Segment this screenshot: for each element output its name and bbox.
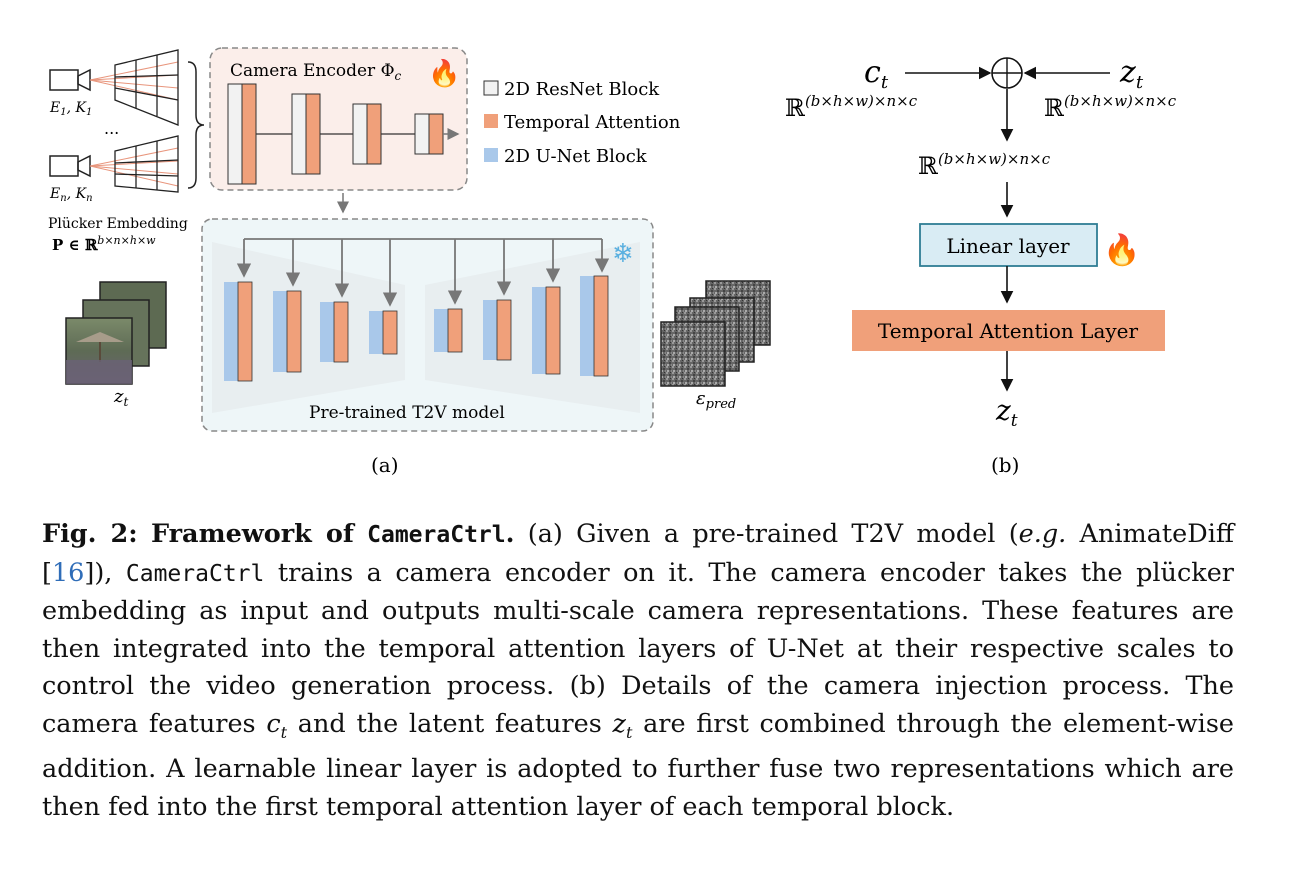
legend-unet-label: 2D U-Net Block xyxy=(504,146,648,167)
camera-n-icon xyxy=(49,135,179,193)
legend: 2D ResNet Block Temporal Attention 2D U-… xyxy=(483,79,681,167)
caption-text-4: trains a camera encoder on it. The camer… xyxy=(42,557,1234,739)
temporal-attention-label: Temporal Attention Layer xyxy=(878,319,1139,343)
caption-text-3: ]), xyxy=(84,557,126,588)
legend-resnet-swatch xyxy=(483,80,499,96)
plucker-math: P ∈ ℝb×n×h×w xyxy=(52,234,156,254)
ct-dim: ℝ(b×h×w)×n×c xyxy=(785,92,918,122)
temporal-attention-box xyxy=(852,310,1165,351)
caption-code: CameraCtrl xyxy=(125,560,265,587)
linear-layer-label: Linear layer xyxy=(946,234,1070,258)
fire-icon-linear: 🔥 xyxy=(1103,232,1140,268)
plucker-label: Plücker Embedding xyxy=(48,216,188,232)
camera-1-label: E1, K1 xyxy=(49,100,92,118)
noise-frames xyxy=(660,280,771,387)
caption-fig-label: Fig. 2: xyxy=(42,519,138,549)
linear-layer-box xyxy=(919,223,1098,267)
fire-icon: 🔥 xyxy=(428,58,460,89)
caption-text-1: (a) Given a pre-trained T2V model ( xyxy=(527,519,1019,549)
camera-encoder-title: Camera Encoder Φc xyxy=(230,61,402,83)
legend-temporal-swatch xyxy=(484,114,498,128)
caption-fig-title: Framework of xyxy=(150,519,354,549)
panel-a: E1, K1 ... En, Kn Plücker Embedding P ∈ xyxy=(48,47,771,477)
output-symbol: zt xyxy=(995,394,1018,431)
sum-dim: ℝ(b×h×w)×n×c xyxy=(918,150,1051,180)
camera-ellipsis: ... xyxy=(104,119,119,138)
caption-text-6: are first combined through the element-w… xyxy=(42,708,1234,822)
zt-dim: ℝ(b×h×w)×n×c xyxy=(1044,92,1177,122)
panel-b-caption: (b) xyxy=(991,453,1019,477)
caption-ct: ct xyxy=(266,708,288,742)
caption-text-2: AnimateDiff [ xyxy=(42,519,1234,588)
unet-label: Pre-trained T2V model xyxy=(309,403,505,423)
caption-text-5: and the latent features xyxy=(287,708,613,739)
panel-b: ct ℝ(b×h×w)×n×c zt ℝ(b×h×w)×n×c ℝ(b×h×w)… xyxy=(785,55,1177,477)
camera-n-label: En, Kn xyxy=(49,186,93,204)
feature-injection-arrows xyxy=(236,238,610,307)
zt-symbol: zt xyxy=(1119,55,1144,93)
latent-label: zt xyxy=(113,386,128,409)
camera-1-icon xyxy=(49,49,179,126)
legend-unet-swatch xyxy=(484,148,498,162)
camera-encoder-box xyxy=(209,47,468,191)
caption-fig-title-code: CameraCtrl xyxy=(367,522,506,548)
snowflake-icon: ❄ xyxy=(612,239,634,269)
unet-blocks xyxy=(224,275,609,382)
caption-citation-link[interactable]: 16 xyxy=(51,557,85,588)
caption-eg: e.g. xyxy=(1018,519,1067,549)
legend-temporal-label: Temporal Attention xyxy=(504,112,681,133)
legend-resnet-label: 2D ResNet Block xyxy=(504,79,660,100)
framework-figure: E1, K1 ... En, Kn Plücker Embedding P ∈ xyxy=(48,47,1177,477)
camera-brace xyxy=(187,61,205,189)
latent-frames xyxy=(65,281,167,385)
add-icon xyxy=(991,57,1023,89)
caption-zt: zt xyxy=(612,708,633,742)
encoder-blocks xyxy=(227,83,460,185)
caption-period: . xyxy=(505,519,515,549)
noise-label: εpred xyxy=(696,388,736,412)
panel-a-caption: (a) xyxy=(371,453,399,477)
ct-symbol: ct xyxy=(864,55,889,93)
figure-caption: Fig. 2: Framework of CameraCtrl. (a) Giv… xyxy=(42,516,1234,826)
